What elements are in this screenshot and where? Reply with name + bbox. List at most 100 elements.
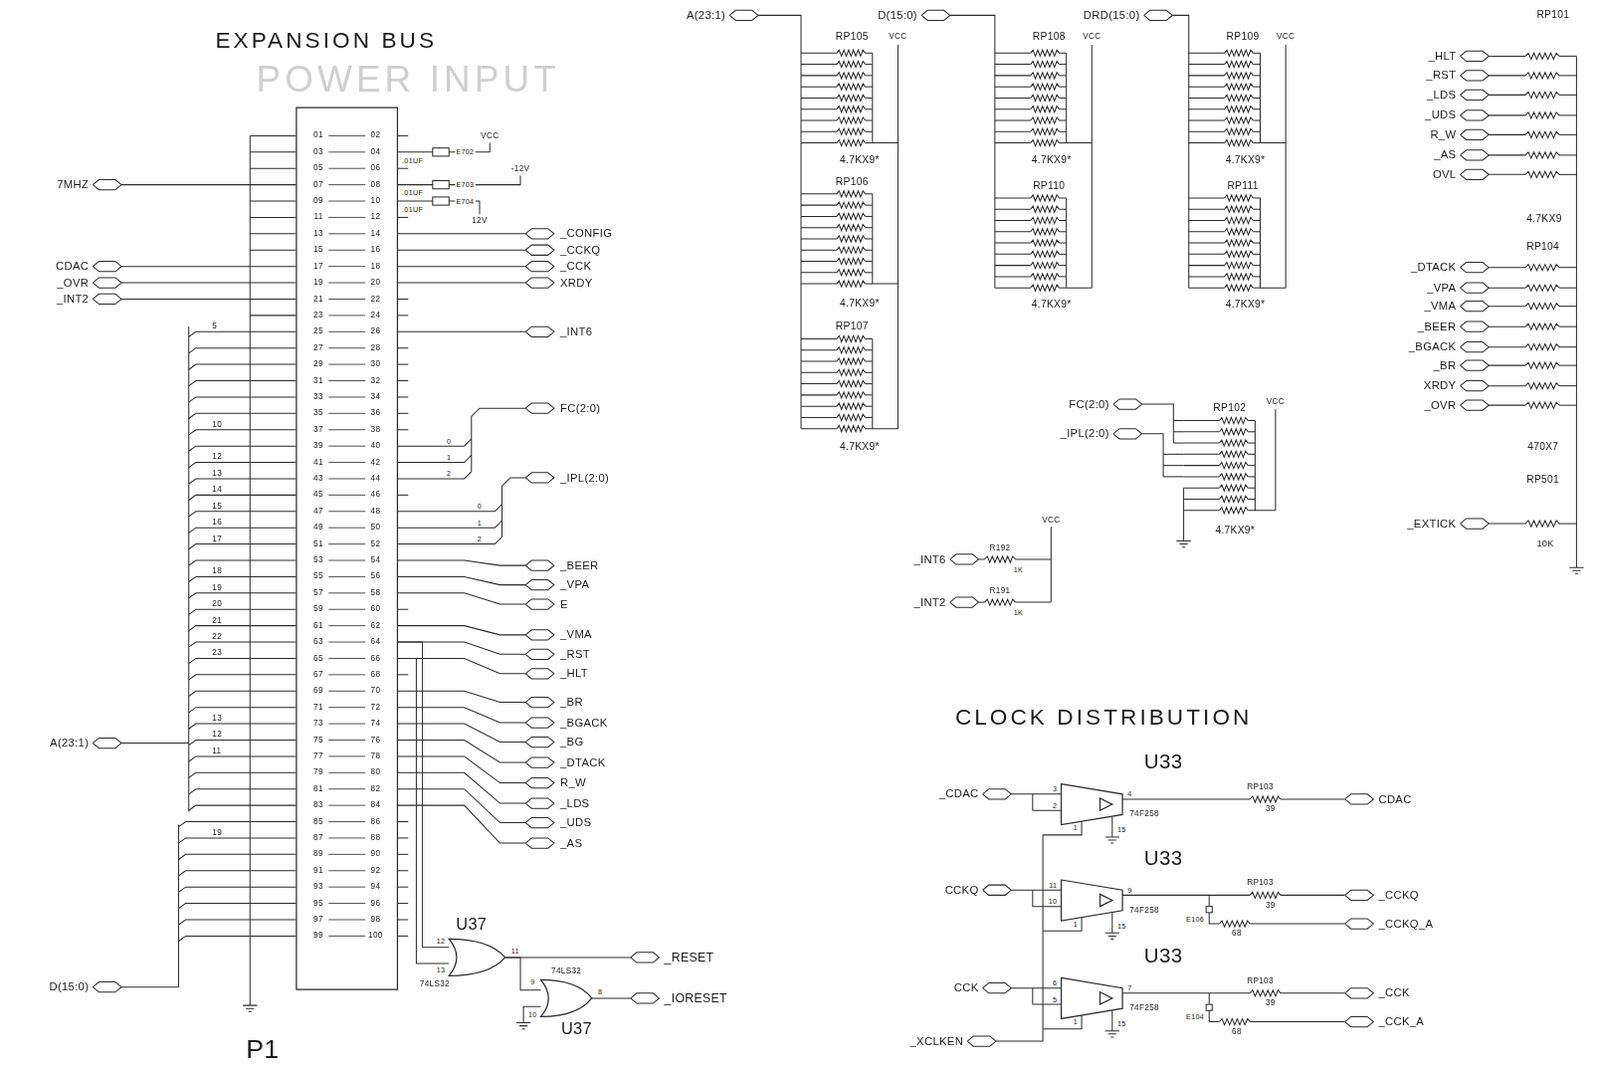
part-label: RP104	[1525, 241, 1561, 252]
resistor-symbol	[1030, 139, 1060, 146]
wire	[1189, 119, 1225, 121]
port-symbol	[950, 554, 980, 565]
wire	[1488, 346, 1526, 348]
port-symbol	[1460, 89, 1490, 100]
wire	[1559, 385, 1577, 387]
or-gate: 74LS32U37	[541, 979, 593, 1016]
pin-number: 43	[312, 474, 325, 483]
pin-dash	[328, 788, 366, 790]
resistor-symbol	[1224, 61, 1254, 68]
wire	[1559, 134, 1577, 136]
wire	[1189, 219, 1225, 221]
pin-number: 88	[369, 833, 382, 842]
pin-number: 9	[1126, 886, 1133, 894]
or-shape	[448, 938, 505, 976]
wire	[398, 723, 526, 742]
wire	[189, 348, 297, 354]
resistor-symbol	[836, 61, 866, 68]
wire	[865, 383, 873, 385]
pin-number: 75	[312, 735, 325, 744]
wire	[398, 282, 526, 284]
resistor-symbol	[1218, 484, 1248, 491]
pin-number: 25	[312, 327, 325, 336]
signal-name: _OVR	[55, 276, 90, 288]
wire	[189, 641, 297, 647]
signal-name: A(23:1)	[48, 737, 90, 749]
signal-name: D(15:0)	[876, 9, 919, 21]
wire	[1247, 442, 1255, 444]
wire	[1559, 404, 1577, 406]
port-symbol	[1345, 988, 1375, 999]
resistor-symbol	[836, 335, 866, 342]
part-designator: 74LS32	[550, 967, 583, 976]
pin-number: 84	[369, 800, 382, 809]
pin-dash	[328, 298, 366, 300]
wire	[1058, 197, 1066, 199]
resistor-symbol	[1030, 72, 1060, 79]
resistor-symbol	[1224, 49, 1254, 56]
resistor-symbol	[1030, 117, 1060, 124]
wire	[398, 265, 526, 267]
wire	[1184, 453, 1220, 455]
resistor-symbol	[1218, 450, 1248, 457]
pin-dash	[328, 396, 366, 398]
wire	[189, 789, 297, 795]
resistor-symbol	[1030, 49, 1060, 56]
wire	[398, 935, 408, 937]
wire	[1058, 131, 1066, 133]
signal-name: _CCK	[1377, 987, 1410, 999]
wire	[249, 232, 296, 234]
wire	[121, 742, 190, 744]
wire	[995, 142, 1031, 144]
signal-name: _CCK_A	[1377, 1015, 1425, 1027]
signal-name: _RESET	[663, 951, 716, 964]
bit-number: 15	[210, 502, 223, 511]
wire	[995, 230, 1031, 232]
wire	[1058, 208, 1066, 210]
pin-number: 34	[369, 393, 382, 401]
wire	[1559, 365, 1577, 367]
wire	[800, 416, 837, 418]
pin-dash	[328, 772, 366, 774]
wire	[1280, 798, 1346, 800]
pin-number: 41	[312, 457, 325, 466]
wire	[1247, 430, 1255, 432]
bit-number: 1	[445, 453, 452, 461]
signal-name: CCKQ	[944, 884, 981, 896]
pin-number: 53	[312, 556, 325, 565]
pin-number: 02	[369, 131, 382, 140]
wire	[398, 608, 408, 610]
node-outline	[1061, 784, 1124, 825]
port-symbol	[525, 798, 555, 808]
signal-name: _UDS	[559, 816, 593, 828]
wire	[1032, 889, 1062, 906]
wire	[800, 271, 837, 273]
wire	[249, 314, 296, 316]
wire	[1252, 52, 1260, 54]
signal-name: _BR	[559, 696, 585, 708]
wire	[121, 282, 296, 284]
part-label: RP108	[1031, 31, 1067, 42]
wire	[1173, 442, 1184, 444]
wire	[1189, 63, 1225, 65]
port-symbol	[1460, 70, 1490, 81]
port-symbol	[1345, 918, 1375, 929]
wire	[865, 338, 873, 340]
wire	[865, 204, 873, 206]
resistor-symbol	[1525, 520, 1560, 527]
wire	[1252, 253, 1260, 255]
wire	[1122, 798, 1250, 800]
wire	[1010, 793, 1061, 795]
wire	[872, 52, 899, 143]
wire	[1010, 987, 1061, 989]
resistor-symbol	[1249, 990, 1281, 997]
bit-number: 11	[210, 747, 222, 756]
resistor-symbol	[1224, 106, 1254, 113]
wire	[1559, 326, 1577, 328]
wire	[800, 108, 837, 110]
wire	[1252, 63, 1260, 65]
wire	[1247, 498, 1255, 500]
signal-name: _LDS	[559, 797, 592, 808]
wire	[1252, 142, 1260, 144]
